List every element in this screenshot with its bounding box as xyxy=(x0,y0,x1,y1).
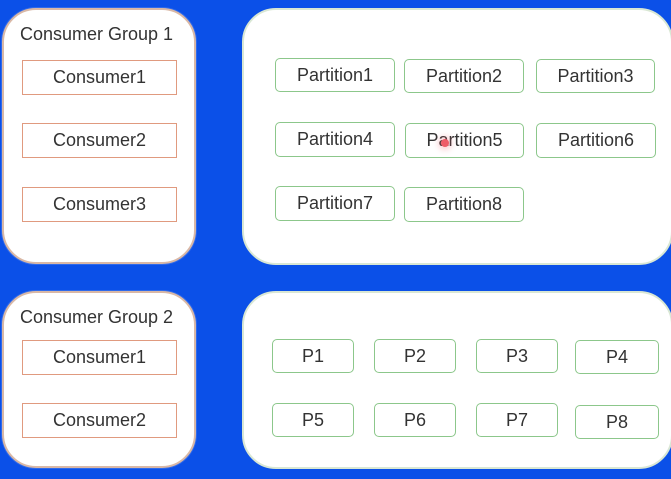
partition-p5: P5 xyxy=(272,403,354,437)
partition-5: Partition5 xyxy=(405,123,524,158)
consumer-group-1-consumer-1: Consumer1 xyxy=(22,60,177,95)
consumer-group-1-consumer-3: Consumer3 xyxy=(22,187,177,222)
partition-p8: P8 xyxy=(575,405,659,439)
partition-4: Partition4 xyxy=(275,122,395,157)
partition-8: Partition8 xyxy=(404,187,524,222)
partition-p6: P6 xyxy=(374,403,456,437)
partition-set-2-panel: P1 P2 P3 P4 P5 P6 P7 P8 xyxy=(242,291,671,469)
partition-1: Partition1 xyxy=(275,58,395,92)
partition-p7: P7 xyxy=(476,403,558,437)
consumer-group-2-consumer-2: Consumer2 xyxy=(22,403,177,438)
partition-p3: P3 xyxy=(476,339,558,373)
consumer-group-2-consumer-1: Consumer1 xyxy=(22,340,177,375)
partition-3: Partition3 xyxy=(536,59,655,93)
consumer-group-2-title: Consumer Group 2 xyxy=(20,307,174,327)
consumer-group-2-panel: Consumer Group 2 Consumer1 Consumer2 xyxy=(2,291,196,468)
partition-7: Partition7 xyxy=(275,186,395,221)
laser-pointer-dot xyxy=(441,139,449,147)
consumer-group-1-title: Consumer Group 1 xyxy=(20,24,174,44)
partition-p1: P1 xyxy=(272,339,354,373)
consumer-group-1-consumer-2: Consumer2 xyxy=(22,123,177,158)
partition-p4: P4 xyxy=(575,340,659,374)
partition-6: Partition6 xyxy=(536,123,656,158)
partition-2: Partition2 xyxy=(404,59,524,93)
partition-set-1-panel: Partition1 Partition2 Partition3 Partiti… xyxy=(242,8,671,265)
consumer-group-1-panel: Consumer Group 1 Consumer1 Consumer2 Con… xyxy=(2,8,196,264)
partition-p2: P2 xyxy=(374,339,456,373)
